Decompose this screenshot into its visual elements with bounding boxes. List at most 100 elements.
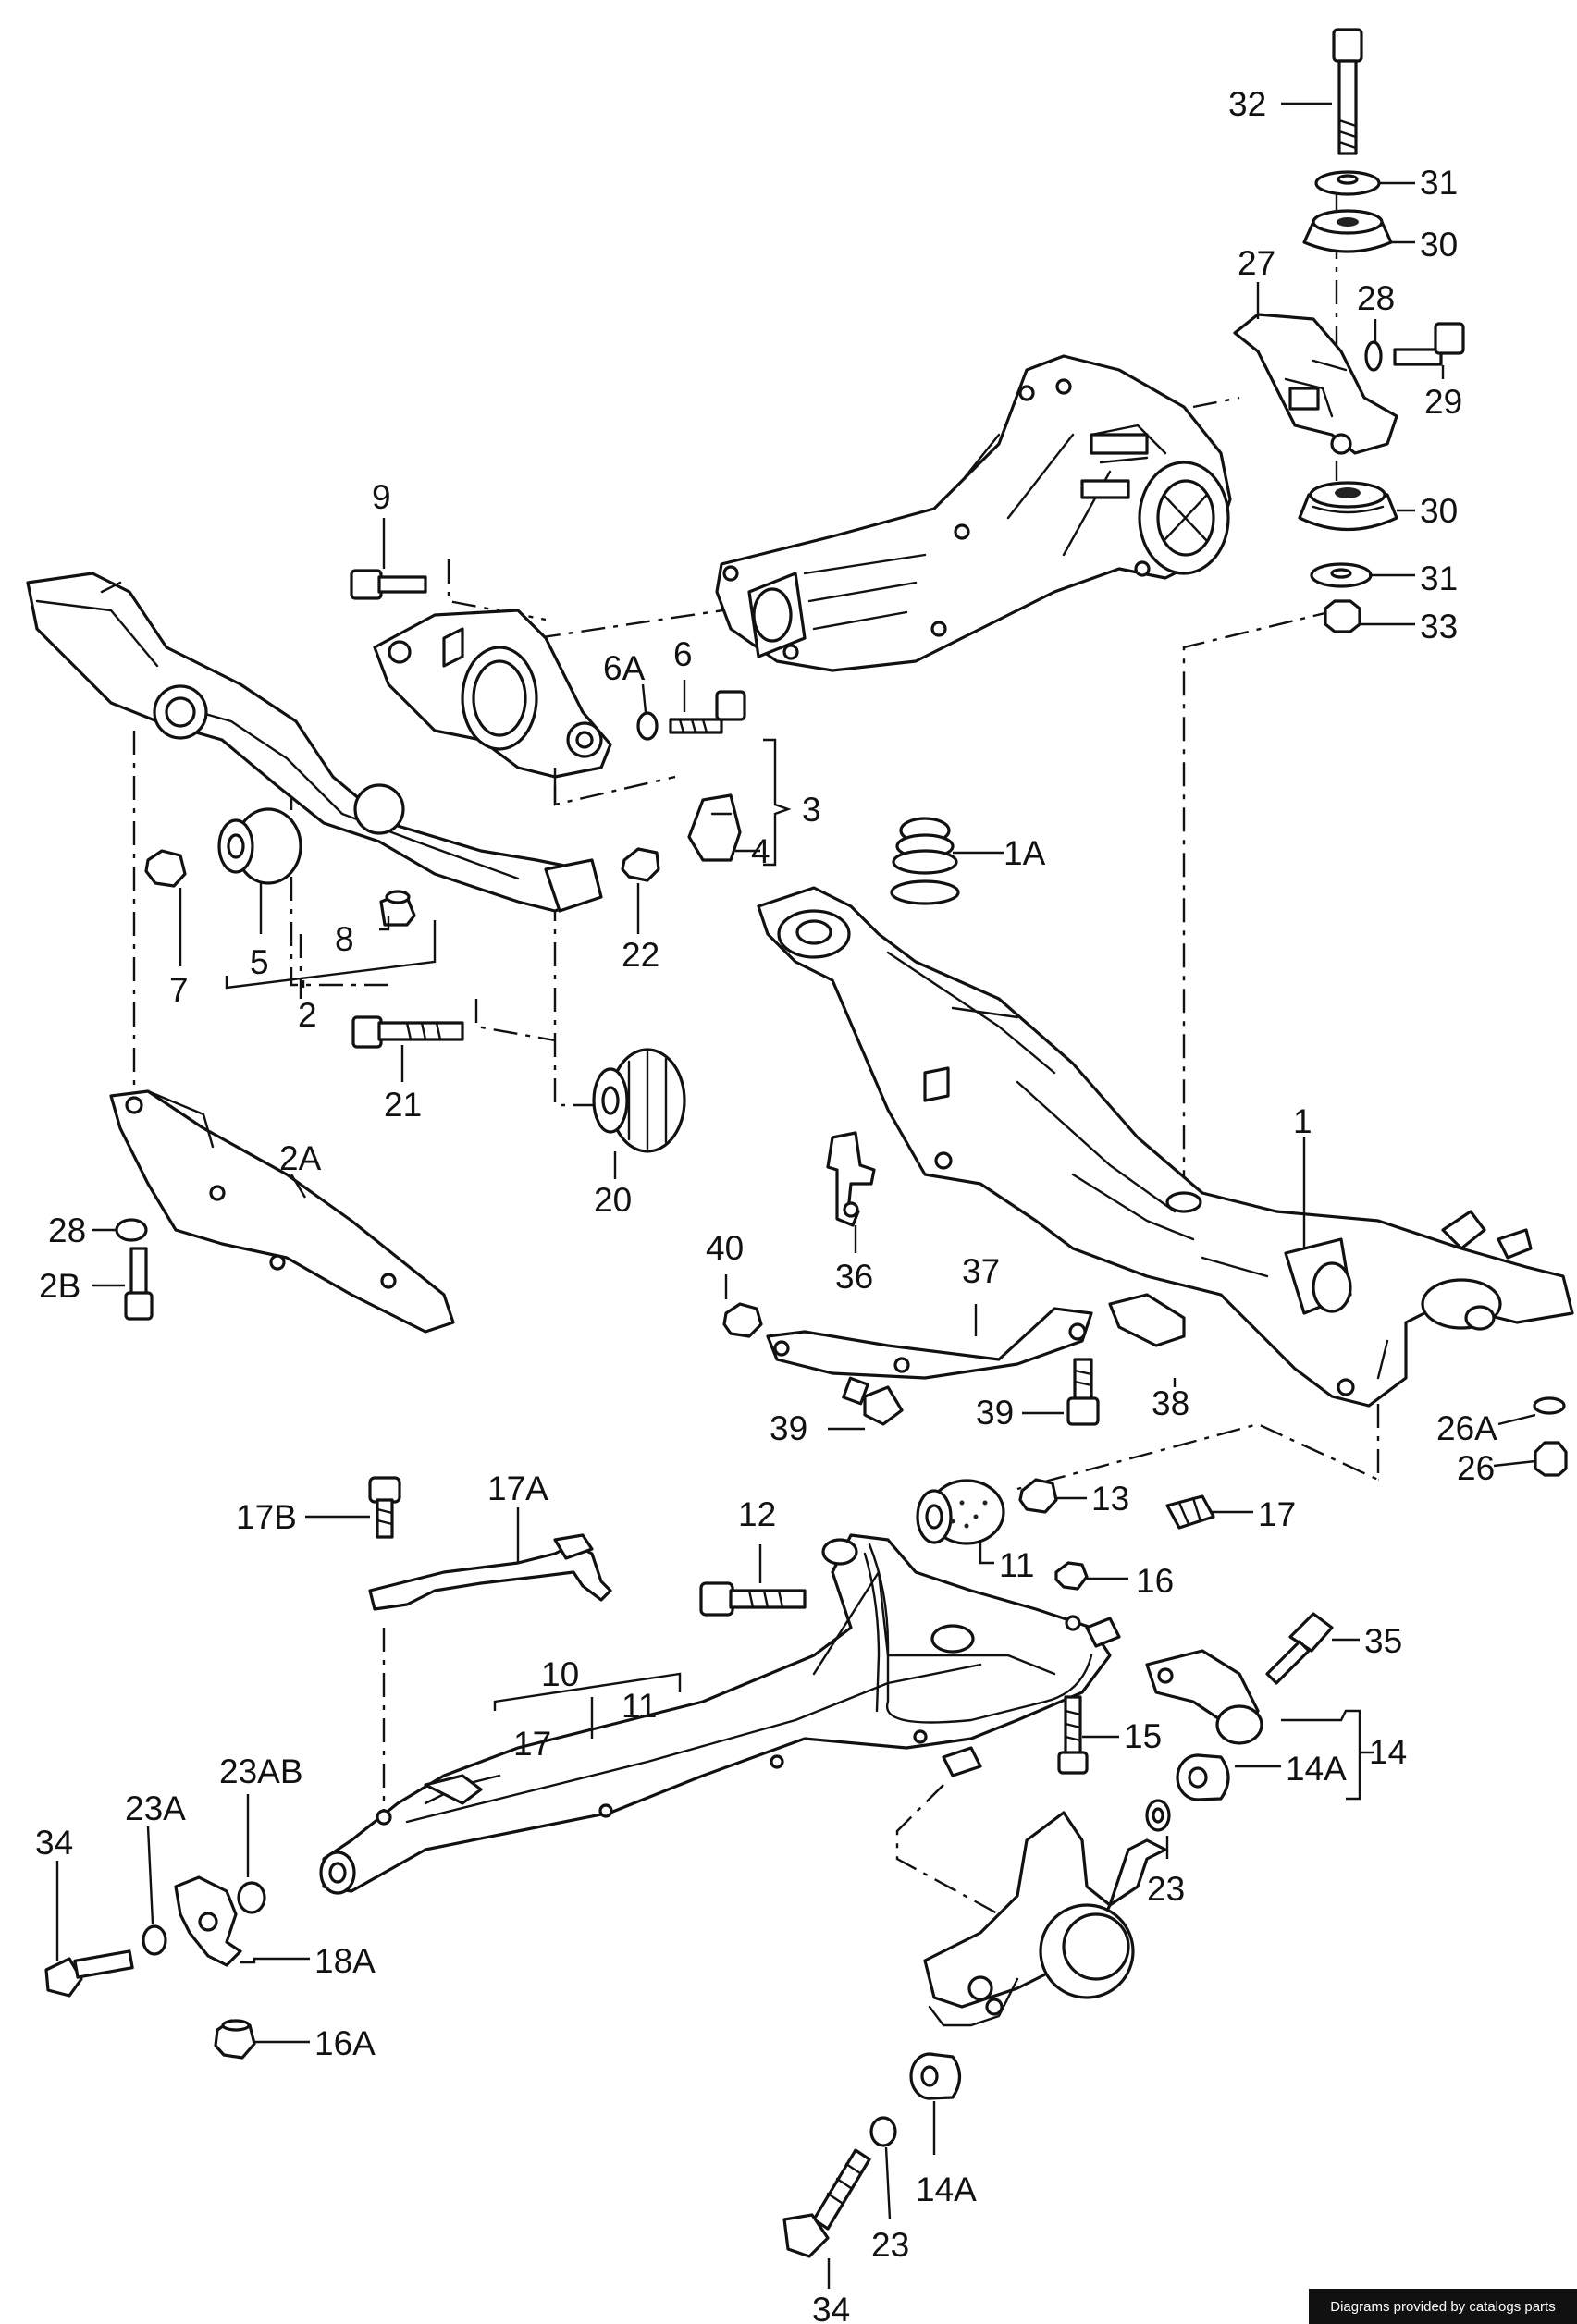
bracket-27 (1233, 313, 1398, 455)
bushing-17 (1165, 1494, 1215, 1530)
nut-40 (722, 1302, 763, 1338)
callout-23ab: 23AB (219, 1752, 303, 1790)
washer-23ab (237, 1881, 266, 1914)
nut-22 (621, 847, 660, 882)
rubber-mount-30-top (1302, 209, 1393, 253)
washer-26a (1533, 1396, 1566, 1415)
callout-23-lower: 23 (871, 2226, 909, 2264)
bushing-5 (217, 807, 302, 885)
bolt-12 (699, 1581, 807, 1617)
callout-36: 36 (835, 1258, 873, 1296)
callout-14: 14 (1369, 1733, 1407, 1771)
bushing-20 (592, 1048, 686, 1153)
nut-16 (1054, 1561, 1089, 1591)
rubber-stop-8 (379, 890, 416, 927)
bolt-34-left (44, 1949, 134, 1998)
callout-26a: 26A (1436, 1409, 1497, 1447)
callout-12: 12 (738, 1495, 776, 1533)
callout-28-left: 28 (48, 1211, 86, 1249)
callout-8: 8 (335, 920, 354, 958)
bolt-39-right (1066, 1358, 1100, 1426)
callout-14a: 14A (1286, 1750, 1347, 1788)
callout-26: 26 (1457, 1449, 1495, 1487)
crossmember-2 (26, 572, 603, 913)
subframe-1 (757, 886, 1574, 1408)
callout-39-right: 39 (976, 1394, 1014, 1432)
callout-37: 37 (962, 1252, 1000, 1290)
callout-4: 4 (751, 832, 770, 870)
callout-16: 16 (1136, 1562, 1174, 1600)
callout-31-lower: 31 (1420, 559, 1458, 597)
wheel-bearing-housing (923, 1811, 1167, 2027)
nut-26 (1534, 1441, 1568, 1477)
callout-1a: 1A (1004, 834, 1046, 872)
bolt-9 (350, 569, 427, 600)
callout-1: 1 (1293, 1102, 1312, 1140)
callout-16a: 16A (314, 2024, 376, 2062)
callout-2a: 2A (279, 1139, 322, 1177)
bolt-34-lower (782, 2148, 871, 2258)
mounting-plate-3 (373, 609, 612, 779)
callout-23-right: 23 (1147, 1870, 1185, 1908)
bushing-14a-lower (909, 2052, 962, 2100)
callout-30-lower: 30 (1420, 492, 1458, 530)
callout-11-top: 11 (999, 1546, 1034, 1584)
washer-23a (142, 1924, 167, 1956)
callout-18a: 18A (314, 1942, 376, 1980)
bump-stop-1a (890, 817, 960, 905)
callout-3: 3 (802, 791, 821, 829)
callout-34-lower: 34 (812, 2291, 850, 2324)
bolt-39-left (842, 1376, 904, 1426)
mount-14 (1145, 1649, 1263, 1745)
callout-33: 33 (1420, 608, 1458, 646)
bolt-6 (669, 690, 746, 734)
callout-11-arm: 11 (622, 1687, 657, 1725)
callout-17: 17 (1258, 1495, 1296, 1533)
bracket-18a (174, 1875, 242, 1967)
callout-17b: 17B (236, 1498, 297, 1536)
callout-20: 20 (594, 1181, 632, 1219)
bracket-36 (826, 1131, 876, 1227)
callout-30-top: 30 (1420, 226, 1458, 264)
bracket-2a (109, 1089, 455, 1334)
washer-23-right (1145, 1799, 1171, 1832)
callout-7: 7 (169, 971, 189, 1009)
differential-housing (715, 354, 1232, 672)
callout-21: 21 (384, 1086, 422, 1124)
bolt-29 (1393, 322, 1465, 366)
clip-4 (687, 793, 742, 862)
callout-22: 22 (622, 936, 659, 974)
callout-34-left: 34 (35, 1824, 73, 1862)
callout-9: 9 (372, 478, 391, 516)
callout-17-arm: 17 (513, 1725, 551, 1763)
callout-35: 35 (1364, 1622, 1402, 1660)
callout-28-top: 28 (1357, 279, 1395, 317)
bushing-14a (1176, 1753, 1230, 1801)
callout-17a: 17A (487, 1469, 548, 1507)
callout-6a: 6A (603, 649, 646, 687)
callout-29: 29 (1424, 383, 1462, 421)
callout-23a: 23A (125, 1789, 186, 1827)
bolt-32 (1332, 28, 1363, 155)
leader-lines (55, 102, 1536, 2289)
bushing-11 (916, 1479, 1005, 1545)
washer-6a (636, 711, 659, 741)
callout-31-top: 31 (1420, 164, 1458, 202)
callout-2: 2 (298, 996, 317, 1034)
callout-39-left: 39 (770, 1409, 807, 1447)
bracket-38 (1108, 1293, 1186, 1347)
callout-labels: 32 31 30 27 28 29 30 31 33 9 6A 6 3 4 1A… (35, 85, 1497, 2324)
bolt-2b (124, 1247, 154, 1321)
bolt-21 (351, 1015, 464, 1049)
nut-13 (1018, 1478, 1058, 1514)
callout-6: 6 (673, 635, 693, 673)
callout-40: 40 (706, 1229, 744, 1267)
washer-23-lower (869, 2116, 897, 2147)
bolt-35 (1265, 1612, 1334, 1685)
bolt-17b (368, 1476, 401, 1539)
bracket-17a (368, 1533, 612, 1611)
bracket-plate-37 (766, 1307, 1093, 1380)
nut-7 (144, 849, 187, 888)
callout-32: 32 (1228, 85, 1266, 123)
